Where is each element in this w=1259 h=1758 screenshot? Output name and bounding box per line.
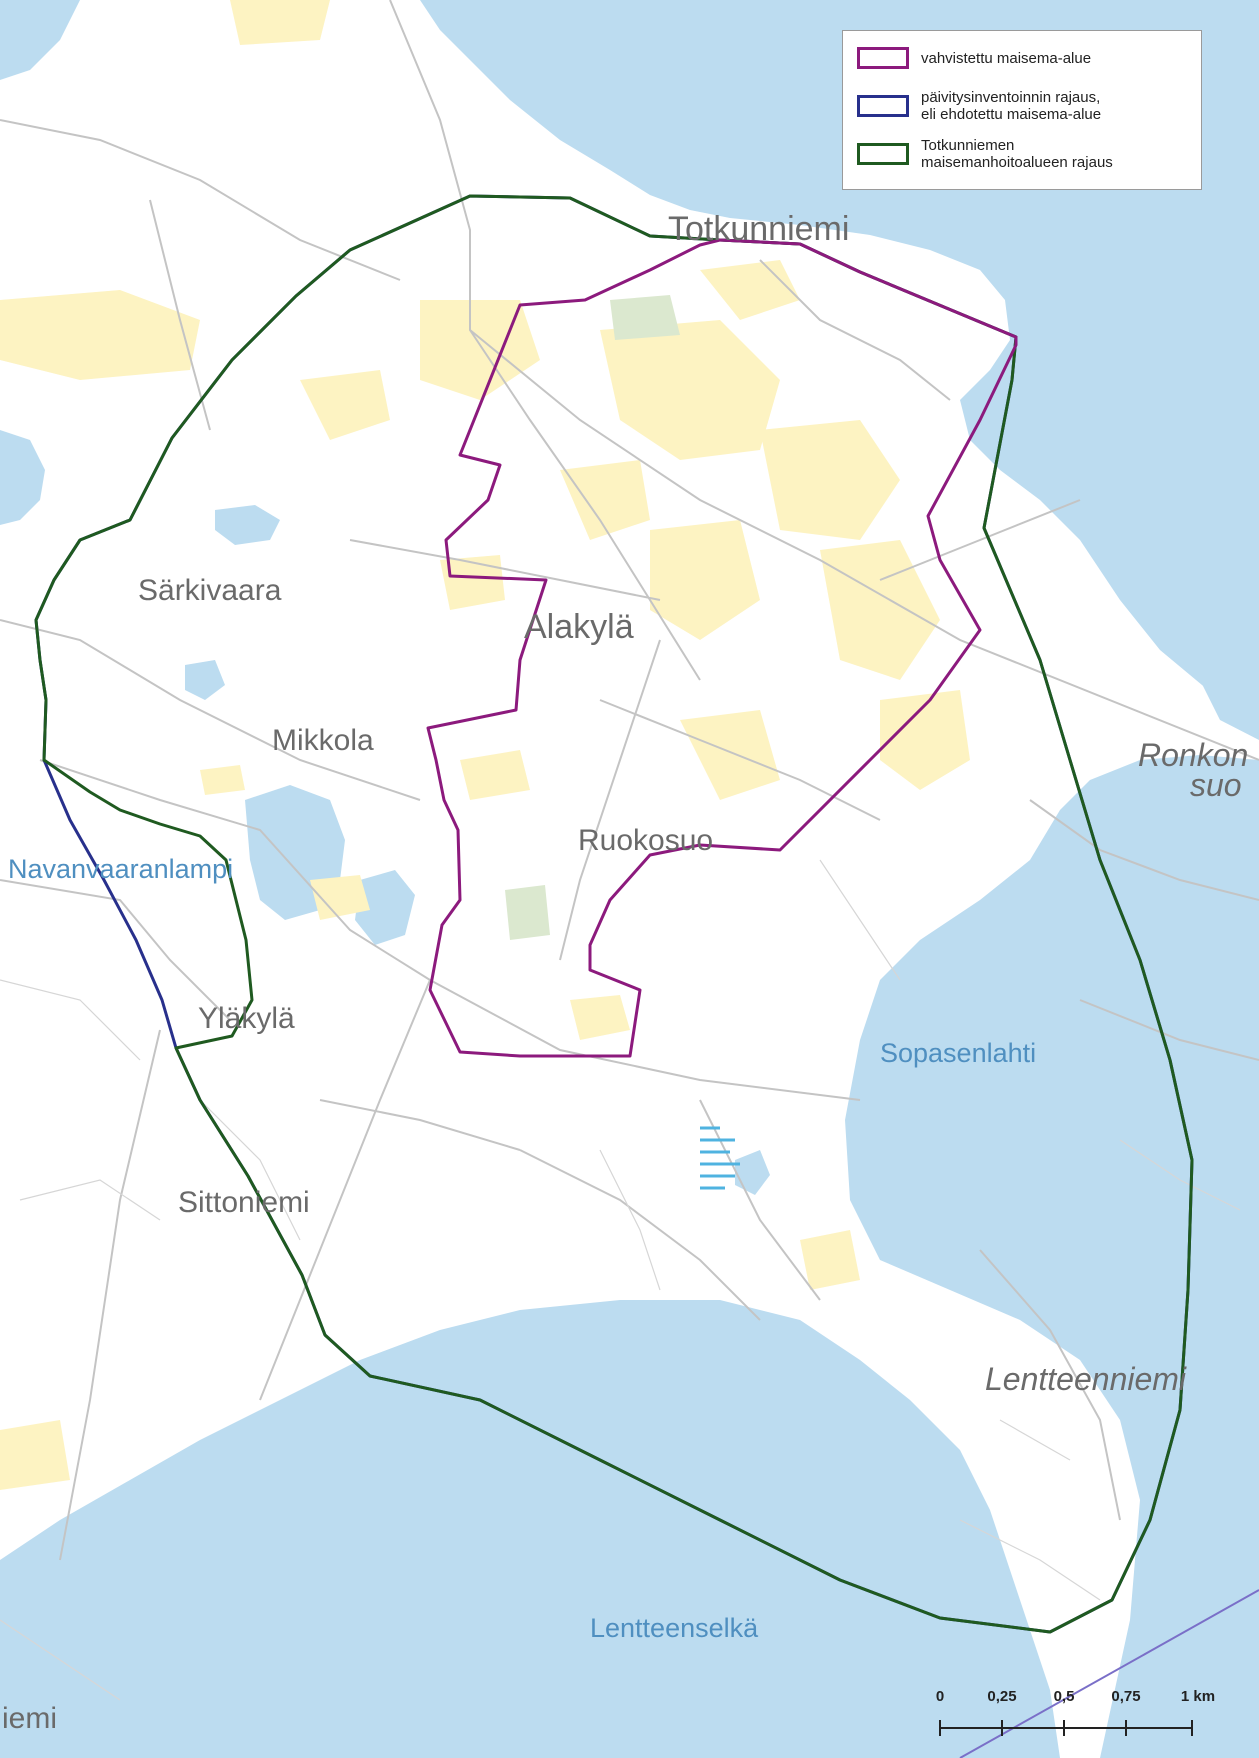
scale-bar: 0 0,25 0,5 0,75 1 km — [930, 1688, 1230, 1748]
scale-tick-025: 0,25 — [987, 1688, 1017, 1705]
legend: vahvistettu maisema-alue päivitysinvento… — [842, 30, 1202, 190]
legend-item-confirmed: vahvistettu maisema-alue — [857, 47, 1091, 69]
legend-label-confirmed: vahvistettu maisema-alue — [921, 49, 1092, 67]
water-small-lake-1 — [355, 870, 415, 945]
label-alakyla: Alakylä — [524, 608, 634, 646]
water-east-strip — [1180, 560, 1259, 740]
label-sarkivaara: Särkivaara — [138, 574, 282, 607]
boundary-confirmed — [426, 238, 1018, 1058]
label-sittoniemi: Sittoniemi — [178, 1186, 310, 1219]
scale-tick-075: 0,75 — [1111, 1688, 1141, 1705]
water-west-edge — [0, 430, 45, 525]
water-small-lake-3 — [185, 660, 225, 700]
legend-label-management: Totkunniemen maisemanhoitoalueen rajaus — [921, 137, 1113, 171]
water-small-pond — [735, 1150, 770, 1195]
water-sopasenlahti — [845, 755, 1259, 1758]
legend-swatch-management — [857, 143, 909, 165]
label-mikkola: Mikkola — [272, 724, 374, 757]
scale-tick-05: 0,5 — [1053, 1688, 1075, 1705]
scale-tick-0: 0 — [935, 1688, 945, 1705]
label-navanvaaranlampi: Navanvaaranlampi — [8, 854, 233, 884]
label-ylakyla: Yläkylä — [198, 1002, 295, 1035]
legend-swatch-proposed — [857, 95, 909, 117]
fields — [0, 0, 970, 1490]
roads — [0, 0, 1259, 1561]
scale-tick-1km: 1 km — [1180, 1688, 1216, 1705]
label-ronkosuo-line1: Ronkon — [1138, 737, 1248, 773]
scale-line — [939, 1720, 1193, 1736]
legend-item-management: Totkunniemen maisemanhoitoalueen rajaus — [857, 137, 1113, 171]
meadows — [505, 295, 680, 940]
label-iemi-edge: iemi — [2, 1702, 57, 1735]
legend-item-proposed: päivitysinventoinnin rajaus, eli ehdotet… — [857, 89, 1101, 123]
boundary-management — [34, 194, 1194, 1634]
water-lentteenselka — [0, 1300, 1060, 1758]
label-lentteenniemi: Lentteenniemi — [985, 1361, 1187, 1397]
wetland-symbol — [700, 1126, 740, 1190]
water-small-lake-2 — [215, 505, 280, 545]
legend-label-proposed: päivitysinventoinnin rajaus, eli ehdotet… — [921, 89, 1102, 123]
label-ronkosuo-line2: suo — [1190, 767, 1242, 803]
label-ruokosuo: Ruokosuo — [578, 824, 713, 857]
label-totkunniemi: Totkunniemi — [668, 210, 849, 248]
legend-swatch-confirmed — [857, 47, 909, 69]
label-sopasenlahti: Sopasenlahti — [880, 1038, 1036, 1068]
water-northwest-bay — [0, 0, 80, 80]
purple-line — [959, 1589, 1259, 1758]
minor-paths — [0, 859, 1241, 1701]
label-lentteenselka: Lentteenselkä — [590, 1613, 759, 1643]
